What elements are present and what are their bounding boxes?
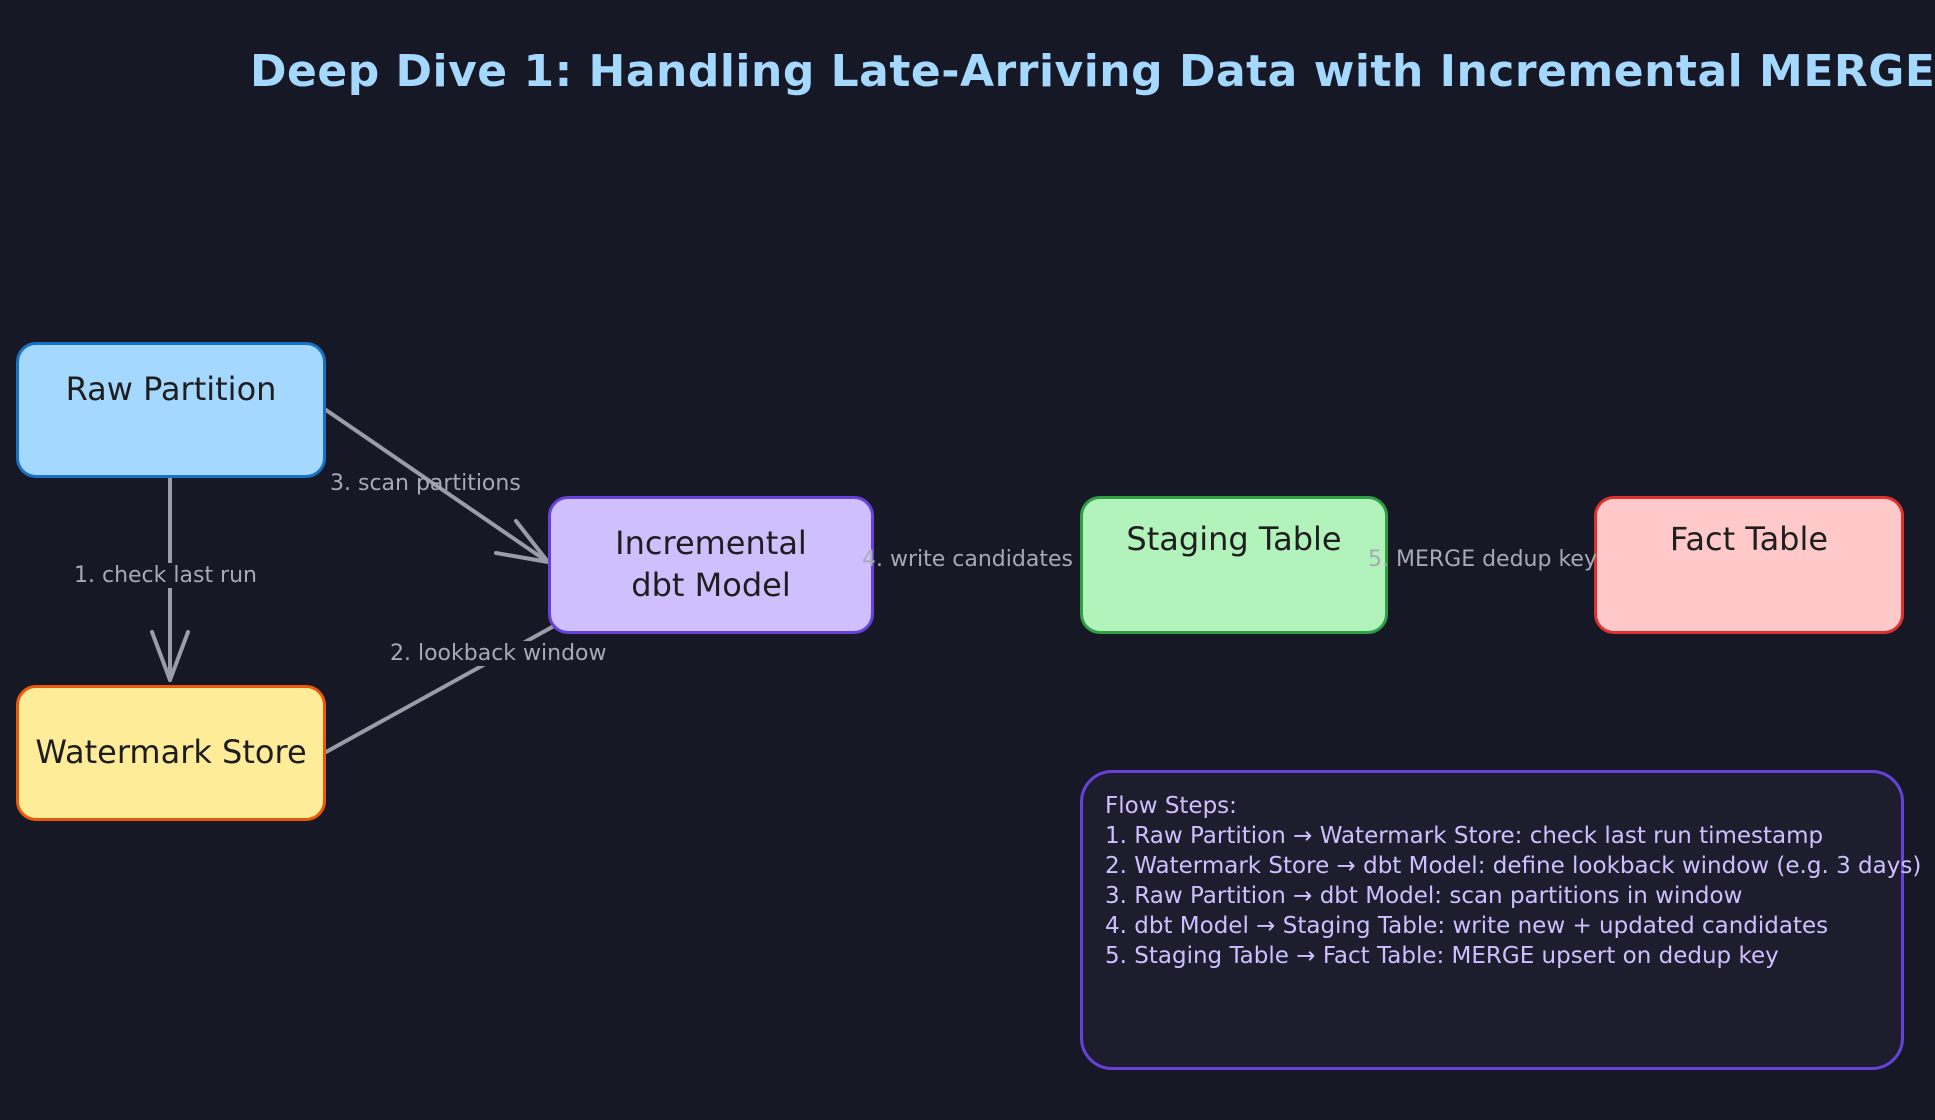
node-staging-table[interactable]: Staging Table [1080,496,1388,634]
flow-step-5: 5. Staging Table → Fact Table: MERGE ups… [1105,943,1779,969]
node-fact-table[interactable]: Fact Table [1594,496,1904,634]
node-watermark-store-label: Watermark Store [35,733,307,772]
arrowhead-check-last-run [150,630,190,682]
node-dbt-model-label-line1: Incremental [615,524,807,563]
edge-label-write-candidates: 4. write candidates [862,547,1073,572]
edge-label-lookback-window: 2. lookback window [386,641,611,666]
edge-label-scan-partitions: 3. scan partitions [330,471,521,496]
flow-step-1: 1. Raw Partition → Watermark Store: chec… [1105,823,1824,849]
node-dbt-model-label-line2: dbt Model [631,566,791,604]
flow-step-4: 4. dbt Model → Staging Table: write new … [1105,913,1829,939]
node-staging-table-label: Staging Table [1126,520,1342,558]
node-incremental-dbt-model[interactable]: Incremental dbt Model [548,496,874,634]
node-fact-table-label: Fact Table [1669,520,1829,558]
edge-label-check-last-run: 1. check last run [70,563,261,588]
flow-step-2: 2. Watermark Store → dbt Model: define l… [1105,853,1922,879]
node-raw-partition-label: Raw Partition [65,370,277,408]
page-title: Deep Dive 1: Handling Late-Arriving Data… [250,46,1935,97]
flow-steps-heading: Flow Steps: [1105,793,1237,819]
edge-label-merge-dedup-key: 5. MERGE dedup key [1368,547,1597,572]
node-watermark-store[interactable]: Watermark Store [16,685,326,821]
edge-scan-partitions [324,408,550,564]
flow-step-3: 3. Raw Partition → dbt Model: scan parti… [1105,883,1743,909]
node-raw-partition[interactable]: Raw Partition [16,342,326,478]
flow-steps-box: Flow Steps: 1. Raw Partition → Watermark… [1080,770,1922,1070]
